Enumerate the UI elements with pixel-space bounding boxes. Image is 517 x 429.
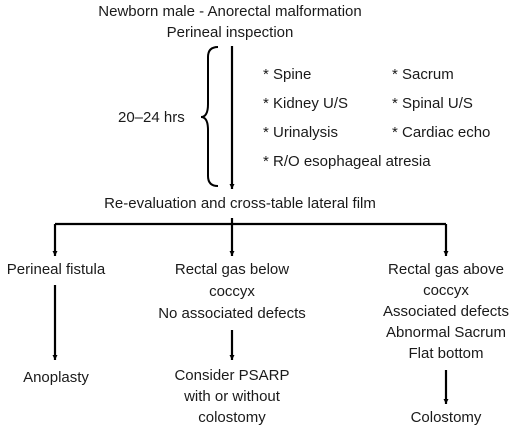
header-subtitle: Perineal inspection — [166, 24, 294, 41]
workup-item: * Kidney U/S — [263, 95, 349, 112]
right-finding: Associated defects — [383, 303, 509, 320]
left-finding: Perineal fistula — [6, 261, 106, 278]
right-finding: Abnormal Sacrum — [385, 324, 507, 341]
header-title: Newborn male - Anorectal malformation — [98, 3, 362, 20]
workup-item: * Urinalysis — [263, 124, 339, 141]
workup-item: * Sacrum — [392, 66, 454, 83]
middle-finding: No associated defects — [158, 305, 306, 322]
middle-outcome: with or without — [184, 388, 280, 405]
middle-finding: coccyx — [209, 283, 255, 300]
middle-finding: Rectal gas below — [174, 261, 290, 278]
right-outcome: Colostomy — [410, 409, 482, 426]
middle-outcome: colostomy — [198, 409, 266, 426]
workup-item: * Cardiac echo — [392, 124, 491, 141]
reevaluation-label: Re-evaluation and cross-table lateral fi… — [104, 195, 376, 212]
middle-outcome: Consider PSARP — [174, 367, 290, 384]
right-finding: coccyx — [423, 282, 469, 299]
right-finding: Flat bottom — [408, 345, 484, 362]
timeframe-label: 20–24 hrs — [118, 109, 185, 126]
workup-item: * Spine — [263, 66, 312, 83]
right-finding: Rectal gas above — [388, 261, 504, 278]
left-outcome: Anoplasty — [23, 369, 89, 386]
workup-item: * R/O esophageal atresia — [263, 153, 431, 170]
timeframe-brace — [200, 46, 219, 187]
workup-item: * Spinal U/S — [392, 95, 473, 112]
